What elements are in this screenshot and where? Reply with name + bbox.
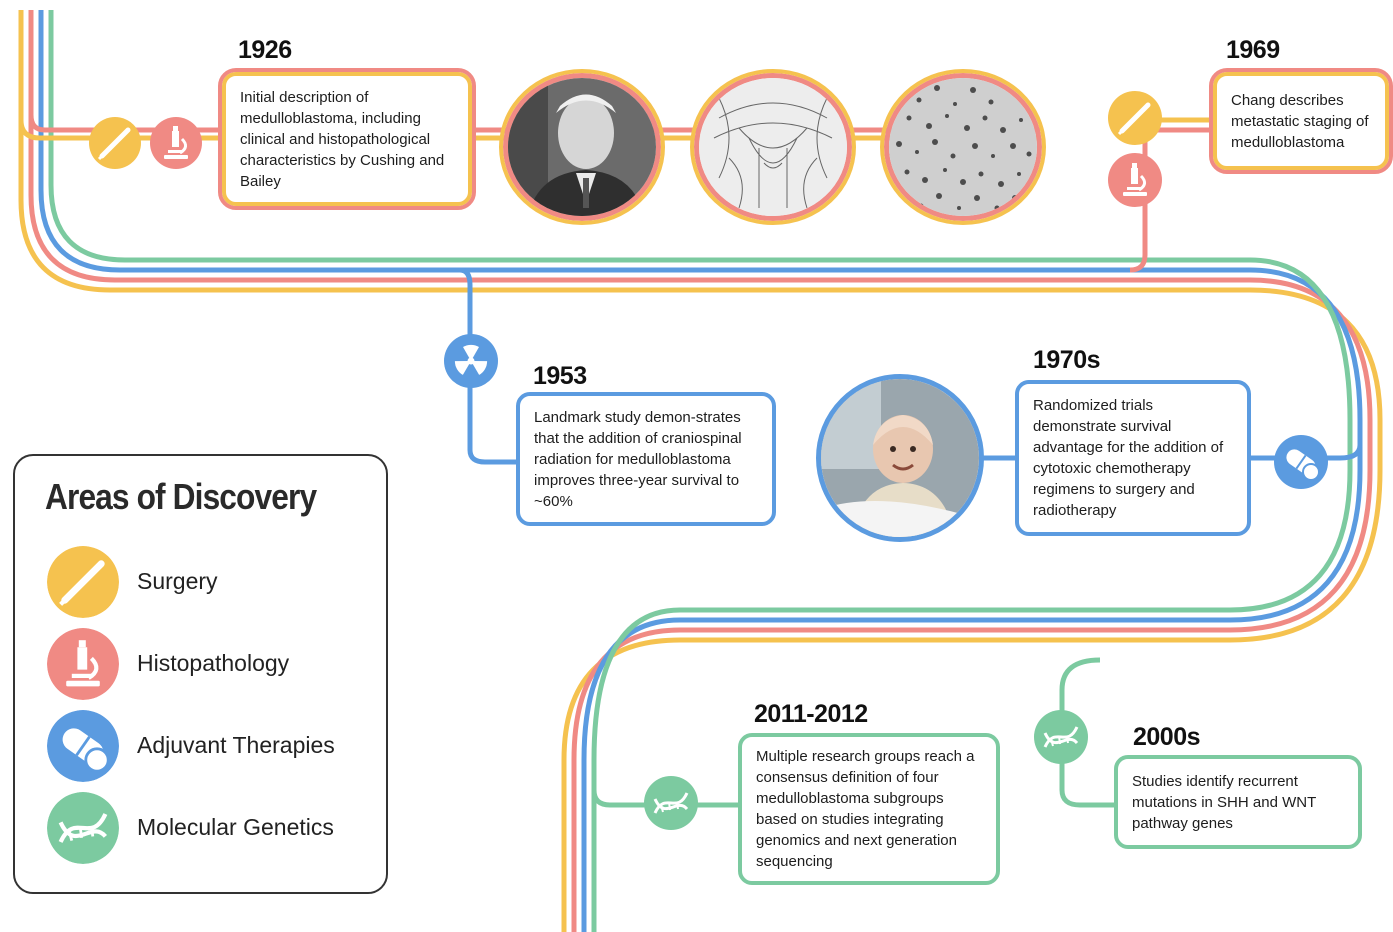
microscope-icon xyxy=(1108,153,1162,207)
event-text-1926: Initial description of medulloblastoma, … xyxy=(240,88,445,190)
year-2011-2012: 2011-2012 xyxy=(754,700,868,728)
legend-label-molecular-genetics: Molecular Genetics xyxy=(137,814,334,840)
legend-label-adjuvant-therapies: Adjuvant Therapies xyxy=(137,732,335,758)
event-card-2000s: Studies identify recurrent mutations in … xyxy=(1114,755,1362,849)
legend-label-surgery: Surgery xyxy=(137,568,218,594)
scalpel-icon xyxy=(1108,91,1162,145)
event-text-2000s: Studies identify recurrent mutations in … xyxy=(1132,772,1316,832)
event-card-1953: Landmark study demon-strates that the ad… xyxy=(516,392,776,526)
radiation-icon xyxy=(444,334,498,388)
legend-item-histopathology: Histopathology xyxy=(47,628,377,700)
event-card-1969: Chang describes metastatic staging of me… xyxy=(1209,68,1393,174)
legend-item-adjuvant-therapies: Adjuvant Therapies xyxy=(47,710,377,782)
legend-box: Areas of Discovery Surgery Histopatholog… xyxy=(13,454,388,894)
legend-item-molecular-genetics: Molecular Genetics xyxy=(47,792,377,864)
pill-icon xyxy=(47,710,119,782)
event-card-1970s: Randomized trials demonstrate survival a… xyxy=(1015,380,1251,536)
child-patient-photo xyxy=(816,374,984,542)
microscope-icon xyxy=(150,117,202,169)
dna-icon xyxy=(644,776,698,830)
legend-title: Areas of Discovery xyxy=(45,476,317,517)
microscope-icon xyxy=(47,628,119,700)
dna-icon xyxy=(1034,710,1088,764)
scalpel-icon xyxy=(89,117,141,169)
year-2000s: 2000s xyxy=(1133,723,1201,751)
event-text-1970s: Randomized trials demonstrate survival a… xyxy=(1033,397,1224,519)
year-1970s: 1970s xyxy=(1033,346,1101,374)
year-1926: 1926 xyxy=(238,36,292,64)
histology-image xyxy=(880,69,1046,225)
event-text-2011-2012: Multiple research groups reach a consens… xyxy=(756,748,975,870)
year-1969: 1969 xyxy=(1226,36,1280,64)
event-card-1926: Initial description of medulloblastoma, … xyxy=(218,68,476,210)
pill-icon xyxy=(1274,435,1328,489)
dna-icon xyxy=(47,792,119,864)
scalpel-icon xyxy=(47,546,119,618)
event-text-1953: Landmark study demon-strates that the ad… xyxy=(534,408,742,510)
portrait-photo xyxy=(499,69,665,225)
legend-label-histopathology: Histopathology xyxy=(137,650,290,676)
year-1953: 1953 xyxy=(533,362,587,390)
anatomy-drawing xyxy=(690,69,856,225)
event-card-2011-2012: Multiple research groups reach a consens… xyxy=(738,733,1000,885)
legend-item-surgery: Surgery xyxy=(47,546,377,618)
event-text-1969: Chang describes metastatic staging of me… xyxy=(1231,91,1369,151)
